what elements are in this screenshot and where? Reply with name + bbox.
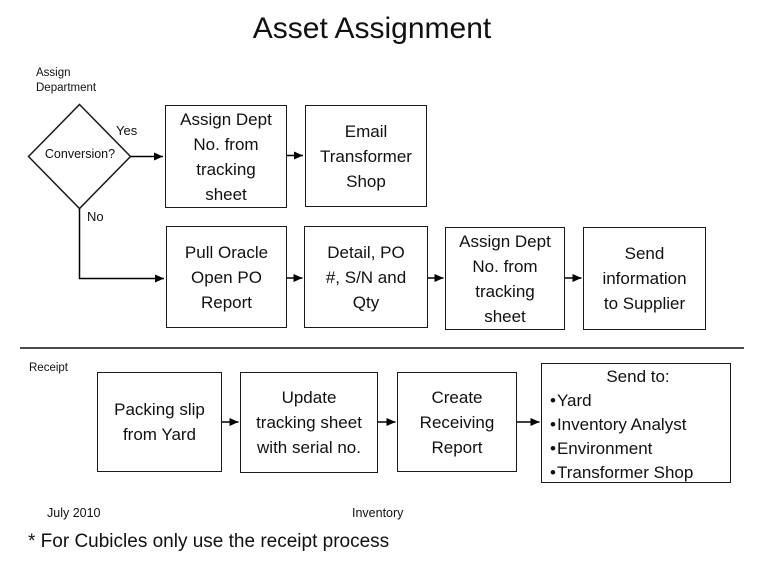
send-to-item-label: Environment: [556, 439, 653, 458]
branch-label-yes: Yes: [116, 123, 138, 138]
box-packing-slip-from-yard: Packing slip from Yard: [97, 372, 222, 472]
box-create-receiving-report: Create Receiving Report: [397, 372, 517, 472]
decision-conversion-label: Conversion?: [44, 147, 116, 161]
send-to-item-inventory-analyst: •Inventory Analyst: [550, 413, 726, 437]
box-pull-oracle-open-po-report: Pull Oracle Open PO Report: [166, 226, 287, 328]
box-email-transformer-shop: Email Transformer Shop: [305, 105, 427, 207]
page-title: Asset Assignment: [252, 12, 492, 45]
send-to-item-environment: •Environment: [550, 437, 726, 461]
box-send-information-to-supplier: Send information to Supplier: [583, 227, 706, 330]
bullet-icon: •: [550, 439, 556, 458]
bullet-icon: •: [550, 391, 556, 410]
send-to-title: Send to:: [606, 367, 670, 386]
footer-category: Inventory: [352, 506, 404, 520]
footnote-cubicles: * For Cubicles only use the receipt proc…: [28, 531, 390, 552]
send-to-item-yard: •Yard: [550, 389, 726, 413]
bullet-icon: •: [550, 415, 556, 434]
section-label-receipt: Receipt: [29, 362, 68, 374]
bullet-icon: •: [550, 463, 556, 482]
box-send-to: Send to: •Yard •Inventory Analyst •Envir…: [541, 363, 731, 483]
arrow-no-branch: [78, 208, 164, 283]
box-detail-po-sn-qty: Detail, PO #, S/N and Qty: [304, 226, 428, 328]
box-update-tracking-sheet: Update tracking sheet with serial no.: [240, 372, 378, 473]
box-assign-dept-tracking-2: Assign Dept No. from tracking sheet: [445, 227, 565, 330]
branch-label-no: No: [87, 209, 104, 224]
send-to-item-label: Inventory Analyst: [556, 415, 687, 434]
box-assign-dept-tracking-1: Assign Dept No. from tracking sheet: [165, 105, 287, 208]
send-to-item-label: Transformer Shop: [556, 463, 694, 482]
footer-date: July 2010: [47, 506, 101, 520]
section-label-assign-department: Assign Department: [36, 67, 97, 94]
send-to-item-transformer-shop: •Transformer Shop: [550, 461, 726, 485]
send-to-item-label: Yard: [556, 391, 592, 410]
